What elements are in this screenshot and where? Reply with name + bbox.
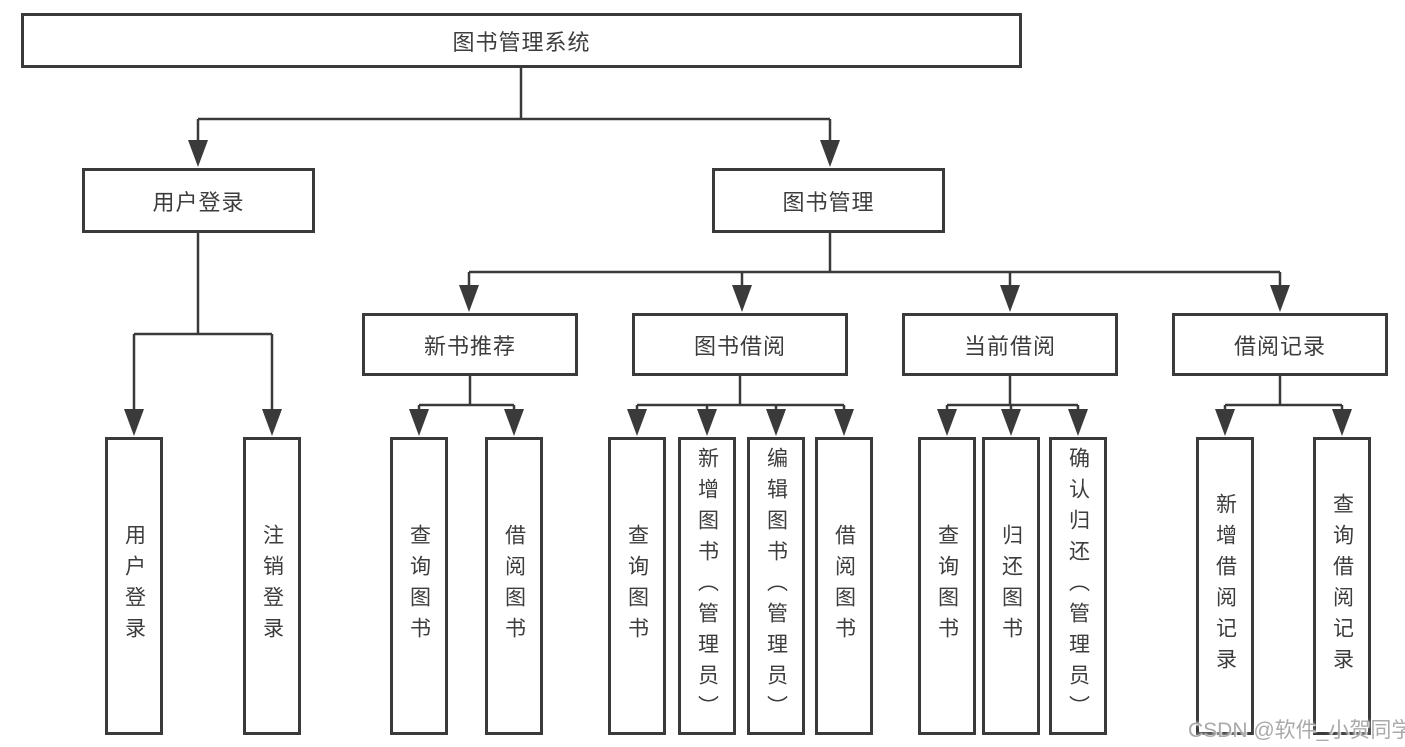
node-user-login: 用户登录 — [82, 168, 315, 233]
leaf-add-books-admin-label: 新增图书（管理员） — [695, 446, 719, 726]
leaf-logout-label: 注销登录 — [260, 524, 284, 648]
leaf-return-books: 归还图书 — [982, 437, 1040, 735]
leaf-query-books-recommend-label: 查询图书 — [407, 524, 431, 648]
leaf-confirm-return-admin-label: 确认归还（管理员） — [1066, 446, 1090, 726]
leaf-borrow-books-borrowing-label: 借阅图书 — [832, 524, 856, 648]
node-book-borrowing: 图书借阅 — [632, 313, 848, 376]
leaf-query-books-borrowing: 查询图书 — [608, 437, 666, 735]
leaf-edit-books-admin: 编辑图书（管理员） — [747, 437, 805, 735]
leaf-add-books-admin: 新增图书（管理员） — [678, 437, 736, 735]
leaf-logout: 注销登录 — [243, 437, 301, 735]
leaf-add-borrow-record: 新增借阅记录 — [1196, 437, 1254, 735]
node-root: 图书管理系统 — [21, 13, 1022, 68]
node-current-borrowing: 当前借阅 — [902, 313, 1118, 376]
node-current-borrowing-label: 当前借阅 — [963, 333, 1056, 359]
leaf-query-books-current-label: 查询图书 — [935, 524, 959, 648]
leaf-query-books-recommend: 查询图书 — [390, 437, 448, 735]
node-new-book-recommend-label: 新书推荐 — [423, 333, 516, 359]
csdn-watermark: CSDN @软件_小贺同学 — [1188, 719, 1405, 742]
leaf-borrow-books-recommend: 借阅图书 — [485, 437, 543, 735]
node-book-borrowing-label: 图书借阅 — [693, 333, 786, 359]
leaf-confirm-return-admin: 确认归还（管理员） — [1049, 437, 1107, 735]
node-borrow-records-label: 借阅记录 — [1233, 333, 1326, 359]
leaf-borrow-books-recommend-label: 借阅图书 — [502, 524, 526, 648]
leaf-query-books-borrowing-label: 查询图书 — [625, 524, 649, 648]
leaf-query-borrow-record: 查询借阅记录 — [1313, 437, 1371, 735]
node-book-management: 图书管理 — [712, 168, 945, 233]
leaf-return-books-label: 归还图书 — [999, 524, 1023, 648]
node-book-management-label: 图书管理 — [782, 189, 875, 215]
node-root-label: 图书管理系统 — [452, 29, 591, 55]
leaf-query-borrow-record-label: 查询借阅记录 — [1330, 493, 1354, 679]
node-borrow-records: 借阅记录 — [1172, 313, 1388, 376]
node-new-book-recommend: 新书推荐 — [362, 313, 578, 376]
leaf-borrow-books-borrowing: 借阅图书 — [815, 437, 873, 735]
leaf-user-login-label: 用户登录 — [122, 524, 146, 648]
leaf-edit-books-admin-label: 编辑图书（管理员） — [764, 446, 788, 726]
node-user-login-label: 用户登录 — [152, 189, 245, 215]
leaf-user-login: 用户登录 — [105, 437, 163, 735]
leaf-query-books-current: 查询图书 — [918, 437, 976, 735]
arrowhead-icons — [124, 140, 1352, 436]
leaf-add-borrow-record-label: 新增借阅记录 — [1213, 493, 1237, 679]
